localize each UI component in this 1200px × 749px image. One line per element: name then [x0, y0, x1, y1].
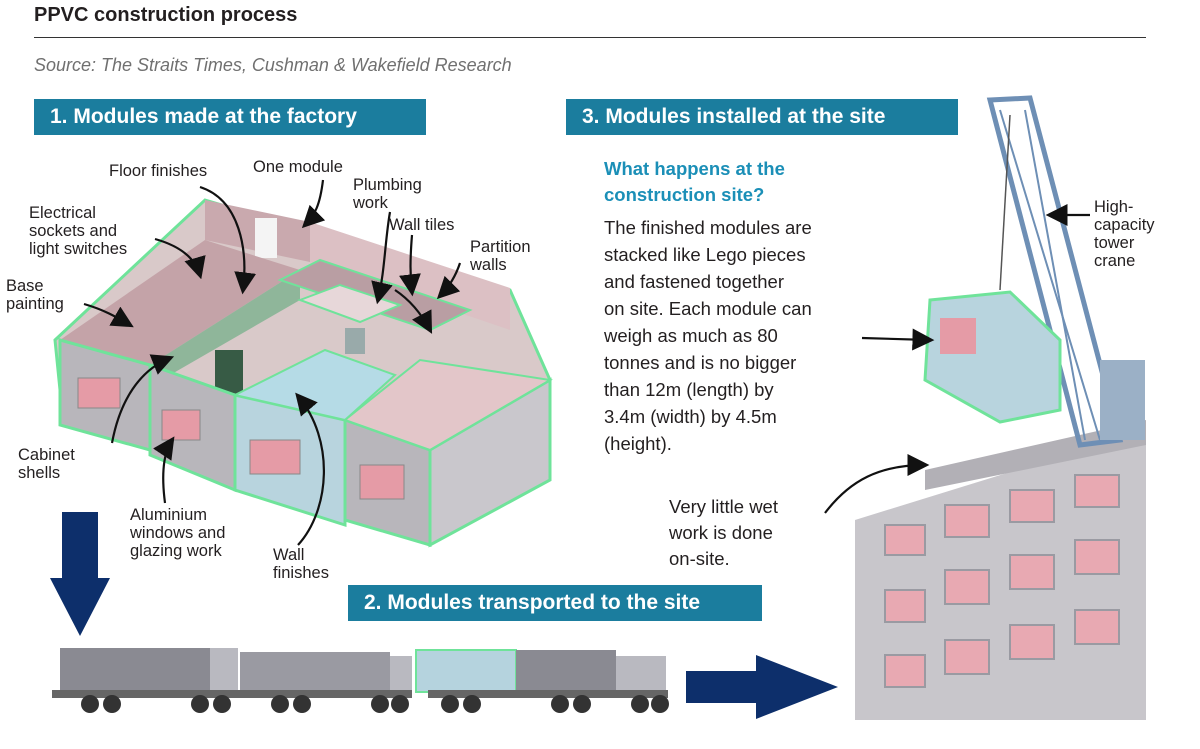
site-description: The finished modules are stacked like Le… [604, 217, 812, 454]
label-aluminium-windows: Aluminium windows and glazing work [130, 506, 226, 560]
building-illustration [855, 420, 1146, 720]
step-2-banner: 2. Modules transported to the site [348, 585, 762, 621]
label-plumbing-work: Plumbing work [353, 176, 422, 212]
label-wall-tiles: Wall tiles [389, 216, 455, 234]
label-one-module: One module [253, 158, 343, 176]
site-heading: What happens at the construction site? [604, 158, 785, 205]
trucks-illustration [52, 648, 669, 713]
label-base-painting: Base painting [6, 277, 64, 313]
source-note: Source: The Straits Times, Cushman & Wak… [34, 55, 512, 75]
label-partition-walls: Partition walls [470, 238, 531, 274]
label-cabinet-shells: Cabinet shells [18, 446, 75, 482]
title-divider [34, 37, 1146, 38]
factory-modules-illustration [53, 198, 553, 548]
step-1-banner: 1. Modules made at the factory [34, 99, 426, 135]
label-pointers [83, 179, 1090, 546]
down-arrow-icon [50, 512, 110, 636]
wet-work-note: Very little wet work is done on-site. [669, 496, 778, 569]
label-tower-crane: High- capacity tower crane [1094, 198, 1155, 270]
label-floor-finishes: Floor finishes [109, 162, 208, 180]
hanging-module-illustration [923, 290, 1062, 424]
label-electrical: Electrical sockets and light switches [29, 204, 128, 258]
page-title: PPVC construction process [34, 4, 298, 26]
right-arrow-icon [686, 655, 838, 719]
step-3-banner: 3. Modules installed at the site [566, 99, 958, 135]
label-wall-finishes: Wall finishes [273, 546, 329, 582]
